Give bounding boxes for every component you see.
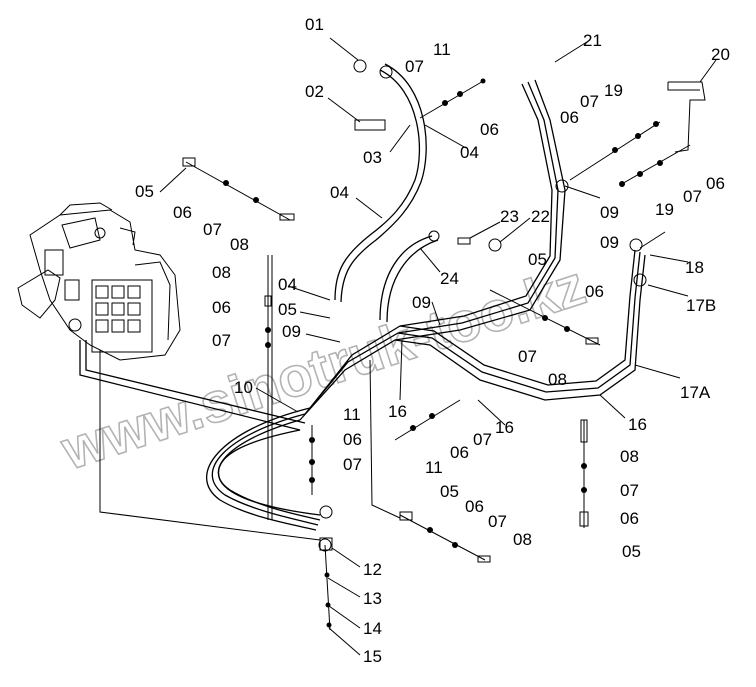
callout-07-left: 07 <box>212 331 231 350</box>
callout-08-bottom: 08 <box>513 530 532 549</box>
callout-02: 02 <box>305 82 324 101</box>
callout-06-bottom: 06 <box>465 497 484 516</box>
callout-03: 03 <box>363 148 382 167</box>
callout-06-left-top: 06 <box>173 203 192 222</box>
callout-07-mid-right: 07 <box>518 347 537 366</box>
callout-19-top: 19 <box>604 81 623 100</box>
callout-05-bottom: 05 <box>440 482 459 501</box>
callout-12: 12 <box>363 560 382 579</box>
callout-21: 21 <box>583 31 602 50</box>
callout-17B: 17B <box>686 296 716 315</box>
hose-routing <box>79 63 706 541</box>
callout-16-center: 16 <box>388 402 407 421</box>
callout-07-lower-left: 07 <box>343 455 362 474</box>
callout-07-right: 07 <box>683 187 702 206</box>
callout-15: 15 <box>363 647 382 666</box>
callout-16-mid: 16 <box>495 418 514 437</box>
callout-10: 10 <box>234 378 253 397</box>
callout-05-bottom-right: 05 <box>622 542 641 561</box>
watermark-text: www.sinotruk-too.kz <box>53 253 592 482</box>
callout-16-right: 16 <box>628 415 647 434</box>
callout-04-left: 04 <box>278 275 297 294</box>
fasteners <box>182 59 691 631</box>
callout-09-left: 09 <box>282 322 301 341</box>
callout-05-left: 05 <box>278 300 297 319</box>
callout-11-top: 11 <box>433 40 451 59</box>
hvac-unit <box>17 202 181 361</box>
callout-22: 22 <box>531 207 550 226</box>
callout-05-upper-left: 05 <box>135 182 154 201</box>
callout-06-lower-center: 06 <box>450 443 469 462</box>
callout-14: 14 <box>363 619 382 638</box>
callout-08-left: 08 <box>212 263 231 282</box>
callout-06-upper-right: 06 <box>560 108 579 127</box>
callout-05-right: 05 <box>528 250 547 269</box>
callout-20: 20 <box>711 45 730 64</box>
callout-08-left-top: 08 <box>230 235 249 254</box>
callout-07-left-top: 07 <box>203 220 222 239</box>
leader-lines <box>159 37 717 656</box>
callout-06-mid-right: 06 <box>585 282 604 301</box>
callout-11-lower: 11 <box>425 458 443 477</box>
callout-labels: 01 02 03 04 04 04 05 05 05 05 05 06 06 0… <box>135 15 730 666</box>
callout-24: 24 <box>440 269 459 288</box>
callout-07-top: 07 <box>405 57 424 76</box>
callout-17A: 17A <box>680 383 711 402</box>
callout-13: 13 <box>363 589 382 608</box>
callout-07-upper-right: 07 <box>580 92 599 111</box>
callout-08-mid-right: 08 <box>548 370 567 389</box>
callout-04-top: 04 <box>460 143 479 162</box>
callout-09-center: 09 <box>412 293 431 312</box>
callout-06-left: 06 <box>212 298 231 317</box>
callout-18: 18 <box>685 258 704 277</box>
callout-09-right: 09 <box>600 233 619 252</box>
callout-08-bottom-right: 08 <box>620 447 639 466</box>
callout-04-mid: 04 <box>330 183 349 202</box>
callout-01: 01 <box>305 15 324 34</box>
callout-19-right: 19 <box>655 200 674 219</box>
callout-07-lower-center: 07 <box>473 430 492 449</box>
callout-07-bottom-right: 07 <box>620 481 639 500</box>
callout-07-bottom: 07 <box>488 512 507 531</box>
callout-06-right: 06 <box>706 174 725 193</box>
callout-11-left: 11 <box>343 405 361 424</box>
callout-06-top: 06 <box>480 120 499 139</box>
callout-06-lower-left: 06 <box>343 430 362 449</box>
callout-09-upper-right: 09 <box>600 203 619 222</box>
callout-23: 23 <box>500 207 519 226</box>
callout-06-bottom-right: 06 <box>620 509 639 528</box>
